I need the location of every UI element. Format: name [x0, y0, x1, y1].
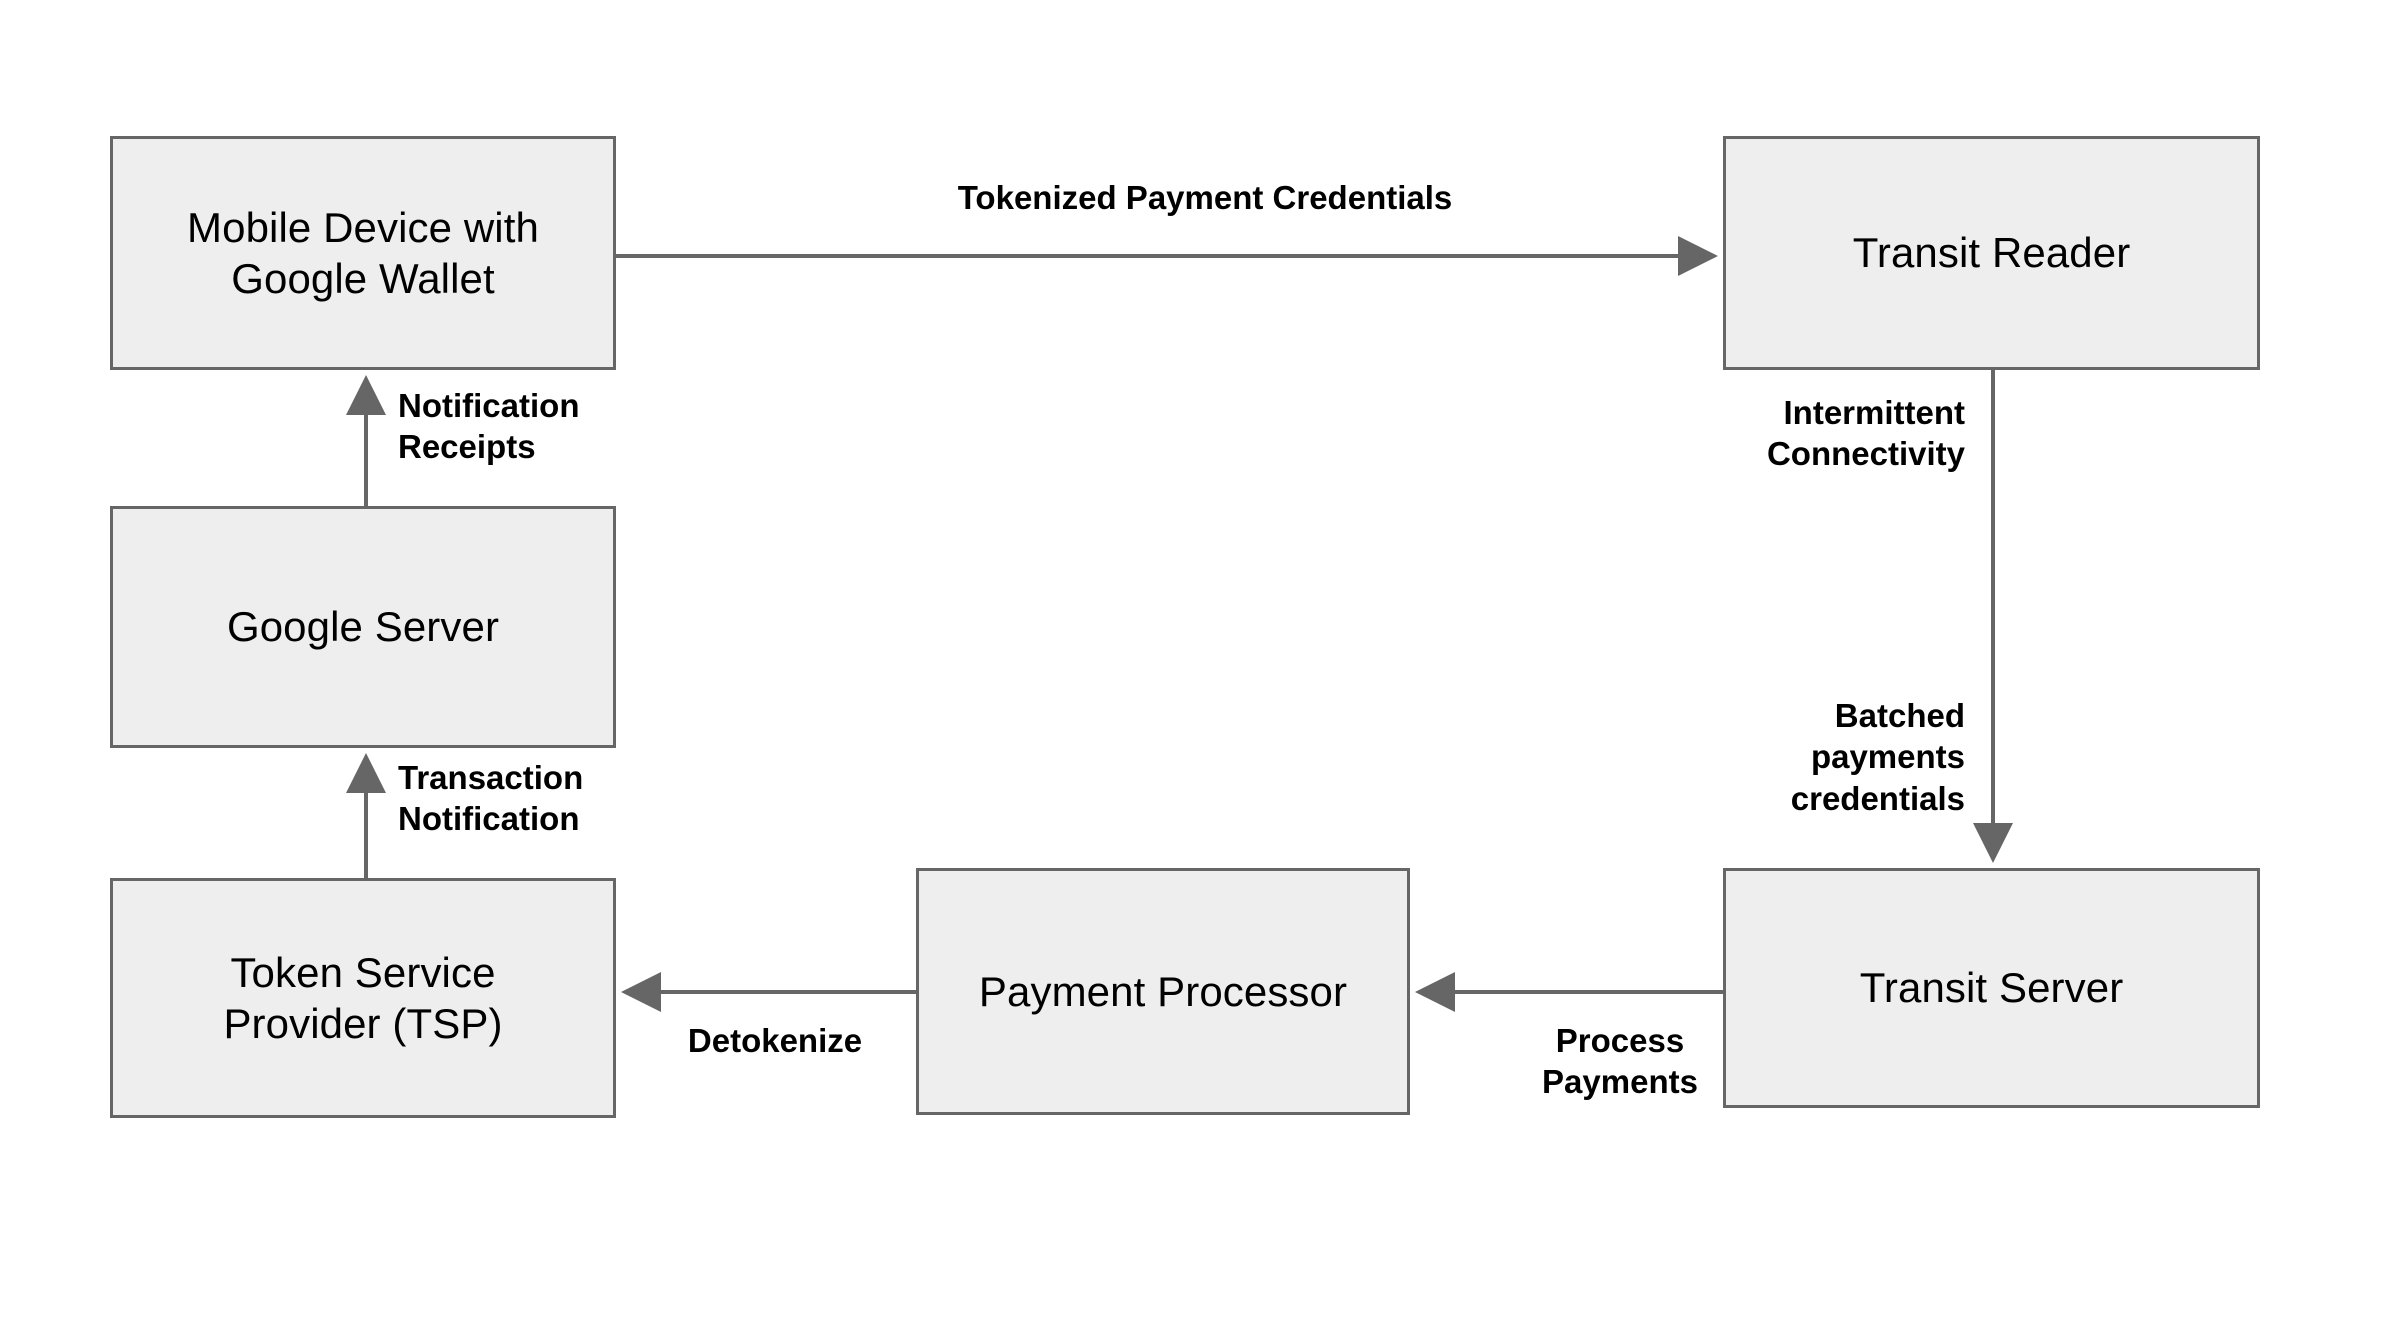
edge-label-process-payments: Process Payments	[1542, 1022, 1698, 1101]
node-payment-processor[interactable]: Payment Processor	[916, 868, 1410, 1115]
node-mobile-device-with-google-wallet[interactable]: Mobile Device with Google Wallet	[110, 136, 616, 370]
edge-label-notification-receipts: Notification Receipts	[398, 387, 580, 466]
node-label: Google Server	[226, 603, 500, 651]
edge-label-tokenized-payment-credentials: Tokenized Payment Credentials	[957, 179, 1453, 216]
node-token-service-provider[interactable]: Token Service Provider (TSP)	[110, 878, 616, 1118]
node-label: Transit Server	[1859, 964, 2124, 1012]
node-transit-server[interactable]: Transit Server	[1723, 868, 2260, 1108]
node-transit-reader[interactable]: Transit Reader	[1723, 136, 2260, 370]
node-google-server[interactable]: Google Server	[110, 506, 616, 748]
edge-label-detokenize: Detokenize	[687, 1022, 863, 1059]
edge-label-batched-payments-credentials: Batched payments credentials	[1790, 697, 1965, 817]
edge-label-transaction-notification: Transaction Notification	[398, 759, 584, 838]
node-label: Transit Reader	[1852, 229, 2131, 277]
node-label: Payment Processor	[978, 967, 1348, 1015]
node-label: Mobile Device with Google Wallet	[187, 203, 539, 302]
node-label: Token Service Provider (TSP)	[223, 948, 503, 1047]
edge-label-intermittent-connectivity: Intermittent Connectivity	[1766, 394, 1965, 473]
